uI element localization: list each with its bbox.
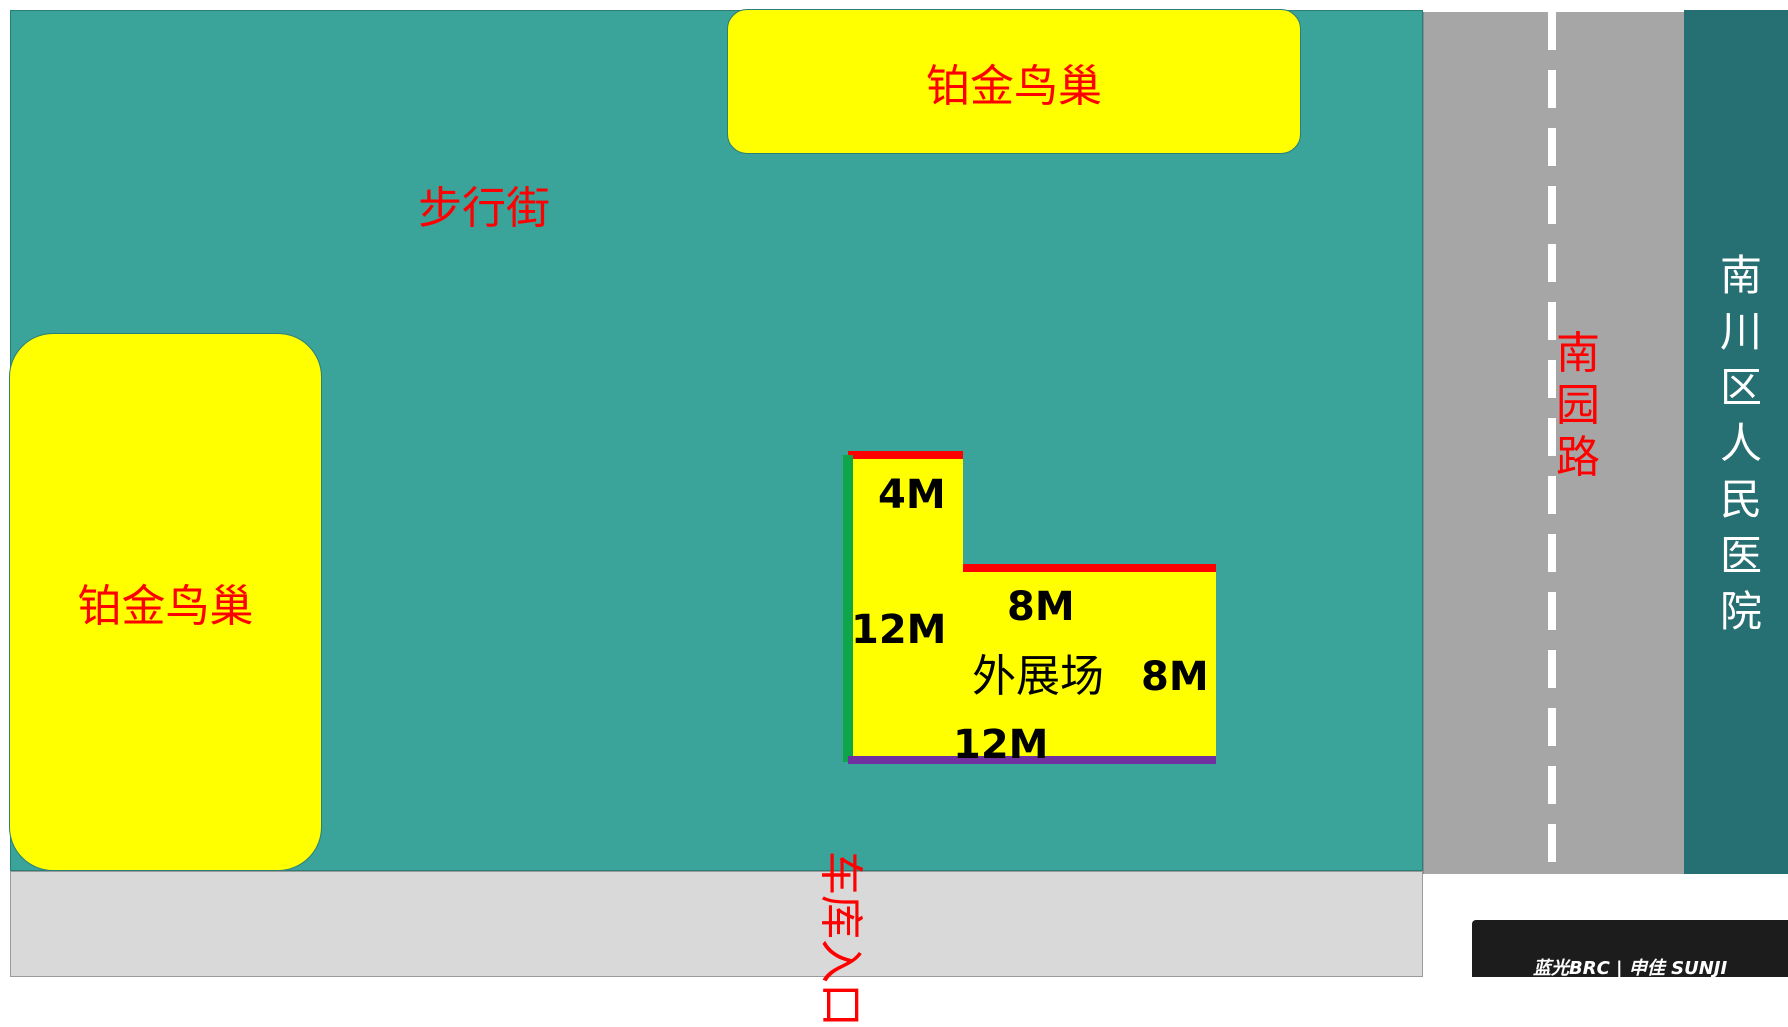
building-top-label: 铂金鸟巢 [926, 60, 1102, 112]
hospital-label: 南川区人民医院 [1719, 251, 1762, 636]
road-center-line [1548, 12, 1556, 872]
logo-banner [1472, 920, 1788, 977]
dimension-left: 12M [851, 607, 947, 653]
building-top-block: 铂金鸟巢 [727, 9, 1301, 154]
road-label: 南园路 [1556, 328, 1600, 483]
edge-top-small [848, 451, 963, 459]
building-left-block: 铂金鸟巢 [9, 333, 322, 871]
exhibition-area-wide [848, 568, 1216, 762]
building-left-label: 铂金鸟巢 [77, 581, 254, 632]
edge-bottom [848, 756, 1216, 764]
exhibition-label: 外展场 [972, 651, 1104, 702]
dimension-bottom: 12M [953, 722, 1049, 768]
dimension-top-small: 4M [878, 472, 946, 518]
walkway-label: 步行街 [418, 183, 550, 234]
logo-text: 蓝光BRC | 申佳 SUNJI [1533, 958, 1728, 979]
dimension-top-wide: 8M [1007, 584, 1075, 630]
edge-top-wide [963, 564, 1216, 572]
dimension-right: 8M [1141, 654, 1209, 700]
garage-entrance-label: 车库入口 [815, 851, 866, 1027]
hospital-strip [1684, 10, 1788, 874]
edge-left [843, 455, 853, 762]
garage-area [10, 871, 1423, 977]
